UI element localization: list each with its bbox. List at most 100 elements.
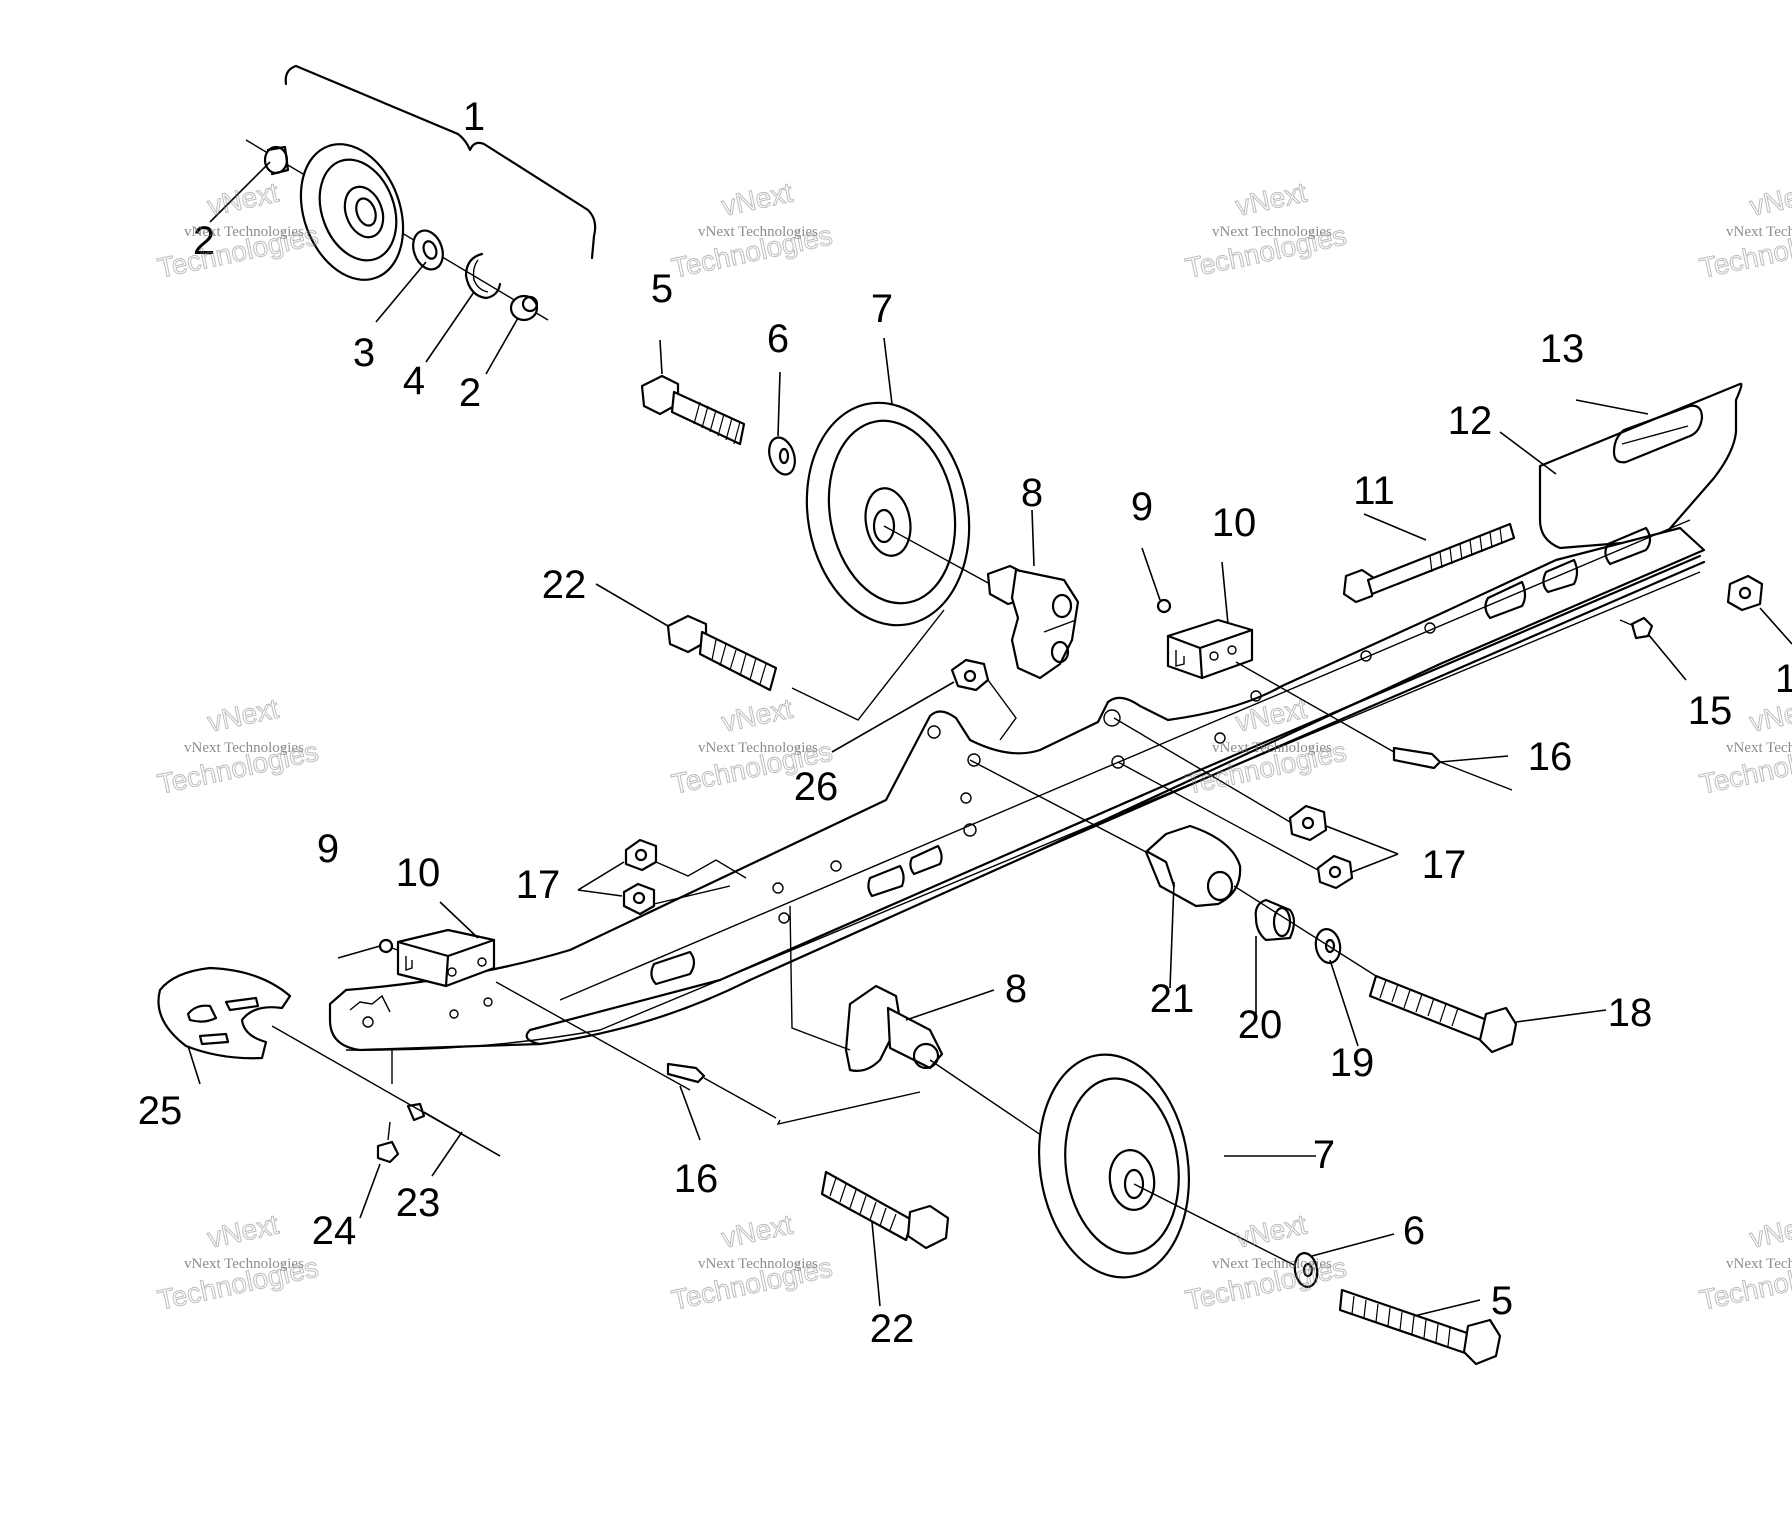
callout-16-b: 16	[674, 1157, 719, 1201]
callout-11: 11	[1353, 469, 1395, 513]
callout-2-a: 2	[193, 219, 215, 263]
callout-20: 20	[1238, 1003, 1283, 1047]
callout-22-b: 22	[870, 1307, 915, 1351]
svg-text:vNext: vNext	[719, 693, 796, 738]
svg-text:vNext: vNext	[205, 1209, 282, 1254]
callout-3: 3	[353, 331, 375, 375]
svg-text:vNext: vNext	[1747, 693, 1792, 738]
item-1-bracket	[284, 64, 597, 260]
item-1-idler-wheel	[299, 143, 405, 281]
callout-26: 26	[794, 765, 839, 809]
callout-6-b: 6	[1403, 1209, 1425, 1253]
item-22-bolt-upper	[666, 614, 778, 692]
svg-text:vNext Technologies: vNext Technologies	[184, 224, 304, 240]
callout-5-b: 5	[1491, 1279, 1513, 1323]
watermark: vNext vNext Technologies Technologies	[1696, 176, 1792, 284]
item-5-bolt-upper	[640, 374, 746, 446]
svg-text:vNext Technologies: vNext Technologies	[1726, 1256, 1792, 1272]
watermark: vNext vNext Technologies Technologies	[154, 1208, 321, 1316]
item-22-bolt-lower	[820, 1170, 950, 1250]
svg-text:vNext Technologies: vNext Technologies	[1212, 224, 1332, 240]
svg-text:vNext: vNext	[205, 693, 282, 738]
svg-text:vNext Technologies: vNext Technologies	[1212, 740, 1332, 756]
callout-9-b: 9	[317, 827, 339, 871]
item-17-nuts-right	[1113, 717, 1354, 890]
slide-rail	[328, 425, 1706, 1052]
callout-1: 1	[463, 95, 485, 139]
item-14-nut	[1726, 574, 1792, 645]
svg-text:vNext Technologies: vNext Technologies	[1212, 1256, 1332, 1272]
watermark: vNext vNext Technologies Technologies	[1182, 176, 1349, 284]
watermark: vNext vNext Technologies Technologies	[154, 176, 321, 284]
callout-2-b: 2	[459, 371, 481, 415]
svg-text:vNext: vNext	[1233, 1209, 1310, 1254]
callout-4: 4	[403, 359, 425, 403]
axis-line-lower	[271, 981, 691, 1157]
item-5-bolt-lower	[1338, 1288, 1502, 1366]
item-21-eccentric-block	[969, 759, 1242, 908]
callout-15: 15	[1688, 689, 1733, 733]
callout-25: 25	[138, 1089, 183, 1133]
item-8-pivot-arm-lower	[789, 905, 1061, 1149]
item-7-idler-wheel-lower	[1037, 1053, 1297, 1279]
item-3-bearing	[412, 229, 444, 271]
callout-12: 12	[1448, 399, 1493, 443]
svg-text:vNext Technologies: vNext Technologies	[698, 224, 818, 240]
callout-labels: 1 2 2 3 4 5 6 7 8 9 10 11 12 13 1 15 16 …	[138, 95, 1792, 1351]
callout-10-b: 10	[396, 851, 441, 895]
item-17-nuts-left	[622, 838, 747, 916]
item-2-bushing-left	[263, 145, 290, 176]
callout-21: 21	[1150, 977, 1195, 1021]
callout-19: 19	[1330, 1041, 1375, 1085]
callout-9-a: 9	[1131, 485, 1153, 529]
watermark: vNext vNext Technologies Technologies	[668, 1208, 835, 1316]
svg-text:vNext: vNext	[1233, 177, 1310, 222]
item-16-pin-upper	[1235, 661, 1513, 791]
svg-text:vNext Technologies: vNext Technologies	[1726, 740, 1792, 756]
item-18-bolt	[1233, 885, 1518, 1054]
svg-text:vNext Technologies: vNext Technologies	[184, 1256, 304, 1272]
item-10-slide-block-upper	[1166, 618, 1254, 680]
svg-text:vNext: vNext	[205, 177, 282, 222]
callout-22-a: 22	[542, 563, 587, 607]
callout-14: 1	[1775, 657, 1792, 701]
item-26-nut	[950, 658, 1017, 741]
watermark: vNext vNext Technologies Technologies	[668, 176, 835, 284]
callout-8-b: 8	[1005, 967, 1027, 1011]
callout-13: 13	[1540, 327, 1585, 371]
callout-10-a: 10	[1212, 501, 1257, 545]
item-7-idler-wheel-upper	[805, 401, 991, 627]
item-24-screw	[376, 1050, 400, 1164]
callout-7-b: 7	[1313, 1133, 1335, 1177]
item-6-washer-upper	[768, 436, 796, 476]
callout-5-a: 5	[651, 267, 673, 311]
svg-text:vNext: vNext	[1747, 1209, 1792, 1254]
item-13-rear-plate	[1538, 382, 1743, 550]
callout-17-b: 17	[516, 863, 561, 907]
item-2-bushing-right	[509, 294, 539, 322]
svg-text:vNext Technologies: vNext Technologies	[184, 740, 304, 756]
callout-7-a: 7	[871, 287, 893, 331]
item-9-small-nut-upper	[1156, 598, 1172, 614]
svg-text:vNext Technologies: vNext Technologies	[1726, 224, 1792, 240]
svg-text:vNext: vNext	[719, 1209, 796, 1254]
callout-24: 24	[312, 1209, 357, 1253]
svg-text:vNext: vNext	[1747, 177, 1792, 222]
callout-17-a: 17	[1422, 843, 1467, 887]
callout-8-a: 8	[1021, 471, 1043, 515]
svg-text:vNext Technologies: vNext Technologies	[698, 1256, 818, 1272]
leader-lines	[187, 161, 1687, 1317]
watermark: vNext vNext Technologies Technologies	[1696, 1208, 1792, 1316]
callout-18: 18	[1608, 991, 1653, 1035]
watermark: vNext vNext Technologies Technologies	[1182, 1208, 1349, 1316]
item-6-washer-lower	[1293, 1252, 1319, 1288]
item-11-long-bolt	[1342, 522, 1516, 604]
svg-text:vNext Technologies: vNext Technologies	[698, 740, 818, 756]
item-8-pivot-arm-upper	[986, 564, 1080, 680]
callout-23: 23	[396, 1181, 441, 1225]
item-22-leader-upper	[791, 609, 945, 721]
item-4-snap-ring	[464, 252, 502, 300]
item-15-screw	[1619, 616, 1654, 640]
item-16-pin-lower	[666, 1062, 777, 1119]
